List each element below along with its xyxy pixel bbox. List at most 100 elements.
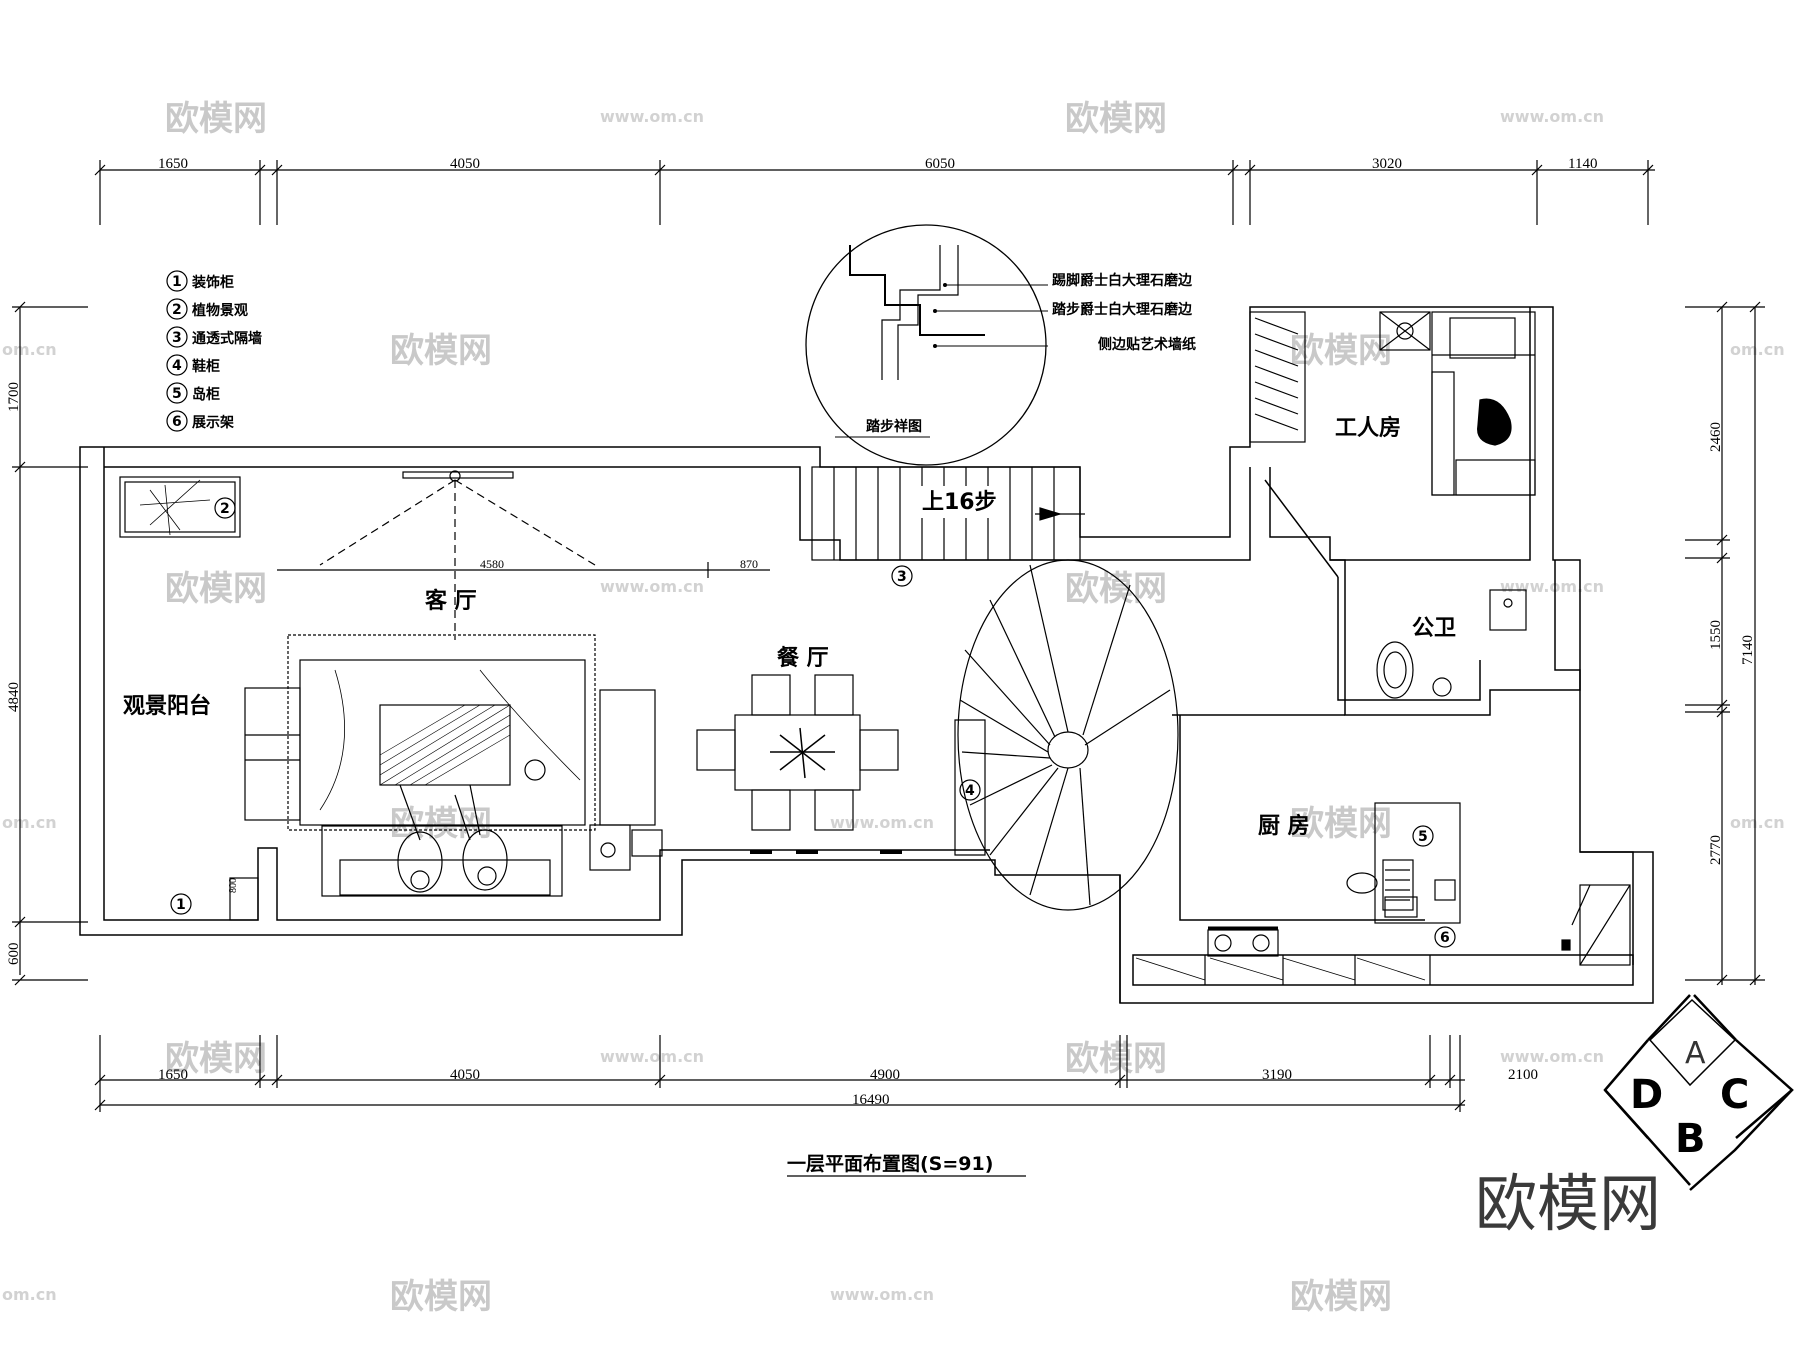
watermark-text: 欧模网	[1065, 99, 1167, 139]
step-detail-callout	[805, 224, 1048, 466]
dim-bottom-4: 3190	[1262, 1067, 1292, 1083]
watermark-url: om.cn	[1730, 340, 1785, 359]
dim-right-2: 1550	[1708, 620, 1724, 650]
watermark-url: www.om.cn	[600, 1047, 704, 1066]
legend-label: 植物景观	[191, 302, 248, 319]
marker-2: 2	[220, 501, 230, 517]
dimension-left	[12, 301, 88, 986]
dim-bottom-5: 2100	[1508, 1067, 1538, 1083]
dimension-top	[94, 160, 1655, 225]
watermark-url: www.om.cn	[600, 107, 704, 126]
watermark-url: om.cn	[2, 340, 57, 359]
dim-left-2: 4840	[6, 682, 22, 712]
marker-5: 5	[1418, 829, 1428, 845]
legend-item: 6 展示架	[166, 410, 234, 432]
servant-room-furniture	[1249, 311, 1536, 496]
watermark-text: 欧模网	[390, 331, 492, 371]
dim-top-1: 1650	[158, 156, 188, 172]
room-label-dining: 餐 厅	[777, 646, 829, 671]
dim-left-3: 600	[6, 943, 22, 966]
watermark-text: 欧模网	[165, 1039, 267, 1079]
spiral-stair	[954, 559, 1179, 911]
watermark-url: www.om.cn	[1500, 577, 1604, 596]
living-room-furniture	[277, 470, 770, 897]
legend-number: 2	[172, 302, 182, 318]
legend-label: 装饰柜	[191, 274, 234, 291]
legend-number: 5	[172, 386, 182, 402]
dim-inner-3: 800	[228, 878, 239, 893]
watermark-url: www.om.cn	[830, 813, 934, 832]
plan-markers: 1 2 3 4 5 6	[170, 497, 1456, 948]
dim-left-1: 1700	[6, 382, 22, 412]
badge-letter-a: A	[1685, 1036, 1706, 1071]
room-label-kitchen: 厨 房	[1258, 813, 1310, 839]
watermark-text: 欧模网	[1065, 1039, 1167, 1079]
dim-top-5: 1140	[1568, 156, 1597, 172]
detail-note: 侧边贴艺术墙纸	[1098, 336, 1196, 353]
dim-top-2: 4050	[450, 156, 480, 172]
dim-top-3: 6050	[925, 156, 955, 172]
walls	[79, 306, 1654, 1004]
watermark-text: 欧模网	[1290, 1277, 1392, 1317]
watermark-url: www.om.cn	[1500, 1047, 1604, 1066]
legend-item: 5 岛柜	[166, 382, 220, 404]
legend-item: 4 鞋柜	[166, 354, 220, 376]
legend-label: 鞋柜	[192, 358, 220, 375]
dim-bottom-1: 1650	[158, 1067, 188, 1083]
detail-title: 踏步祥图	[866, 418, 922, 435]
dim-top-4: 3020	[1372, 156, 1402, 172]
watermark-text: 欧模网	[1065, 569, 1167, 609]
watermark-text: 欧模网	[390, 804, 492, 844]
watermark-url: om.cn	[2, 1285, 57, 1304]
legend-item: 3 通透式隔墙	[166, 326, 262, 348]
dim-inner-1: 4580	[480, 557, 504, 571]
legend: 1 装饰柜 2 植物景观 3 通透式隔墙 4 鞋柜 5 岛柜 6 展示架	[166, 270, 262, 432]
room-label-living: 客 厅	[425, 588, 477, 614]
marker-3: 3	[897, 569, 907, 585]
room-label-bath: 公卫	[1412, 616, 1456, 641]
stairs	[811, 466, 1085, 561]
legend-number: 4	[172, 358, 182, 374]
watermark-url: om.cn	[2, 813, 57, 832]
dining-furniture	[696, 674, 902, 854]
marker-4: 4	[965, 783, 975, 799]
dim-bottom-3: 4900	[870, 1067, 900, 1083]
legend-label: 岛柜	[192, 386, 220, 403]
dim-inner-2: 870	[740, 557, 758, 571]
dim-right-1: 2460	[1708, 422, 1724, 452]
bathroom-fixtures	[1376, 589, 1527, 699]
legend-item: 1 装饰柜	[166, 270, 234, 292]
badge-letter-c: C	[1720, 1072, 1749, 1118]
watermark-url: www.om.cn	[1500, 107, 1604, 126]
room-label-servant: 工人房	[1335, 415, 1401, 441]
drawing-title: 一层平面布置图(S=91)	[787, 1152, 993, 1175]
dim-right-total: 7140	[1740, 635, 1756, 665]
badge-letter-d: D	[1630, 1072, 1663, 1118]
dimension-bottom	[94, 1035, 1466, 1112]
detail-note: 踢脚爵士白大理石磨边	[1052, 272, 1193, 289]
legend-number: 6	[172, 414, 182, 430]
badge-letter-b: B	[1675, 1116, 1706, 1162]
legend-number: 3	[172, 330, 182, 346]
stair-label: 上16步	[922, 489, 997, 515]
watermark-url: www.om.cn	[830, 1285, 934, 1304]
marker-1: 1	[176, 897, 186, 913]
kitchen-fixtures	[1135, 802, 1631, 985]
legend-item: 2 植物景观	[166, 298, 248, 320]
abcd-badge	[1603, 994, 1794, 1191]
dim-bottom-total: 16490	[852, 1092, 890, 1108]
marker-6: 6	[1440, 930, 1450, 946]
watermark-text: 欧模网	[1290, 331, 1392, 371]
watermark-text: 欧模网	[165, 99, 267, 139]
dimension-right	[1685, 301, 1765, 986]
brand-logo-text: 欧模网	[1475, 1167, 1661, 1240]
watermark-text: 欧模网	[165, 569, 267, 609]
watermark-url: www.om.cn	[600, 577, 704, 596]
dim-bottom-2: 4050	[450, 1067, 480, 1083]
watermark-url: om.cn	[1730, 813, 1785, 832]
legend-label: 通透式隔墙	[192, 330, 262, 347]
room-label-balcony: 观景阳台	[123, 693, 211, 719]
detail-note: 踏步爵士白大理石磨边	[1052, 301, 1193, 318]
dim-right-3: 2770	[1708, 835, 1724, 865]
